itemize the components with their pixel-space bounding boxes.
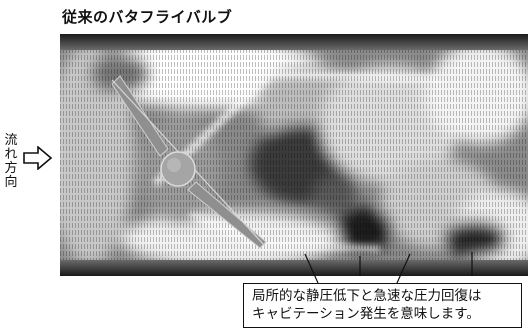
flow-direction-label: 流 れ 方 向	[0, 134, 22, 190]
butterfly-valve	[111, 75, 267, 249]
cavitation-callout: 局所的な静圧低下と急速な圧力回復は キャビテーション発生を意味します。	[243, 283, 522, 328]
flow-simulation-image	[60, 34, 528, 276]
callout-line-1: 局所的な静圧低下と急速な圧力回復は	[252, 288, 482, 304]
flow-label-char: れ	[4, 147, 18, 162]
pipe-wall-top	[60, 34, 528, 50]
pipe-wall-bottom	[60, 260, 528, 276]
flow-label-char: 方	[4, 161, 18, 176]
figure-title: 従来のバタフライバルブ	[62, 8, 233, 26]
flow-label-char: 流	[4, 133, 18, 148]
flow-arrow-icon	[23, 146, 53, 170]
flow-label-char: 向	[4, 175, 18, 190]
callout-line-2: キャビテーション発生を意味します。	[252, 306, 480, 322]
